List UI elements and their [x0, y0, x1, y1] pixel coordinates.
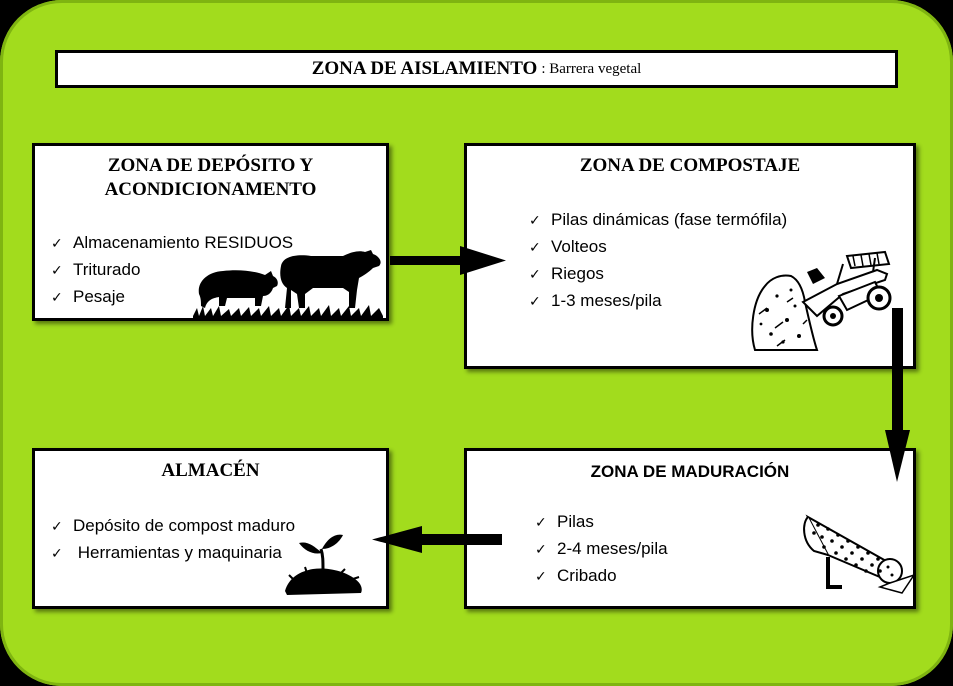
- list-item: ✓ Volteos: [529, 234, 787, 261]
- check-icon: ✓: [51, 236, 63, 252]
- list-item: ✓ Triturado: [51, 257, 293, 284]
- check-icon: ✓: [51, 290, 63, 306]
- list-item: ✓ Almacenamiento RESIDUOS: [51, 230, 293, 257]
- list-item-text: 2-4 meses/pila: [557, 539, 668, 558]
- storage-box: ALMACÉN ✓ Depósito de compost maduro ✓ He…: [32, 448, 389, 609]
- list-item: ✓ Pesaje: [51, 284, 293, 311]
- list-item-text: 1-3 meses/pila: [551, 291, 662, 310]
- list-item-text: Pesaje: [73, 287, 125, 306]
- maturation-zone-box: ZONA DE MADURACIÓN ✓ Pilas ✓ 2-4 meses/pil…: [464, 448, 916, 609]
- isolation-zone-header: ZONA DE AISLAMIENTO : Barrera vegetal: [55, 50, 898, 88]
- compost-turner-icon: [751, 250, 892, 351]
- check-icon: ✓: [51, 519, 63, 535]
- composting-zone-title: ZONA DE COMPOSTAJE: [579, 155, 801, 176]
- list-item-text: Pilas: [557, 512, 594, 531]
- check-icon: ✓: [535, 542, 547, 558]
- list-item: ✓ Pilas dinámicas (fase termófila): [529, 207, 787, 234]
- arrow-composting-to-maturation: [885, 308, 910, 482]
- maturation-list: ✓ Pilas ✓ 2-4 meses/pila ✓ Cribado: [535, 509, 668, 590]
- check-icon: ✓: [529, 240, 541, 256]
- rotary-sieve-icon: [803, 514, 916, 594]
- check-icon: ✓: [529, 213, 541, 229]
- list-item-text: Volteos: [551, 237, 607, 256]
- list-item: ✓ 2-4 meses/pila: [535, 536, 668, 563]
- header-subtitle: : Barrera vegetal: [541, 60, 642, 77]
- list-item: ✓ 1-3 meses/pila: [529, 288, 787, 315]
- list-item: ✓ Cribado: [535, 563, 668, 590]
- list-item: ✓ Herramientas y maquinaria: [51, 540, 295, 567]
- list-item-text: Cribado: [557, 566, 617, 585]
- list-item: ✓ Riegos: [529, 261, 787, 288]
- check-icon: ✓: [51, 546, 63, 562]
- list-item: ✓ Depósito de compost maduro: [51, 513, 295, 540]
- check-icon: ✓: [529, 294, 541, 310]
- deposit-list: ✓ Almacenamiento RESIDUOS ✓ Triturado ✓ Pes…: [51, 230, 293, 311]
- list-item-text: Depósito de compost maduro: [73, 516, 296, 535]
- check-icon: ✓: [535, 569, 547, 585]
- list-item-text: Almacenamiento RESIDUOS: [73, 233, 294, 252]
- check-icon: ✓: [51, 263, 63, 279]
- deposit-zone-title: ZONA DE DEPÓSITO Y ACONDICIONAMENTO: [35, 154, 386, 202]
- arrow-deposit-to-composting: [390, 246, 506, 275]
- maturation-zone-title: ZONA DE MADURACIÓN: [590, 462, 790, 481]
- list-item: ✓ Pilas: [535, 509, 668, 536]
- composting-zone-box: ZONA DE COMPOSTAJE ✓ Pilas dinámicas (fas…: [464, 143, 916, 369]
- list-item-text: Pilas dinámicas (fase termófila): [551, 210, 788, 229]
- header-title: ZONA DE AISLAMIENTO: [311, 58, 538, 79]
- storage-title: ALMACÉN: [161, 460, 260, 481]
- list-item-text: Riegos: [551, 264, 604, 283]
- arrow-maturation-to-storage: [372, 526, 502, 553]
- storage-list: ✓ Depósito de compost maduro ✓ Herramient…: [51, 513, 295, 567]
- deposit-zone-box: ZONA DE DEPÓSITO Y ACONDICIONAMENTO ✓ Alm…: [32, 143, 389, 321]
- list-item-text: Herramientas y maquinaria: [73, 543, 282, 562]
- list-item-text: Triturado: [73, 260, 141, 279]
- composting-list: ✓ Pilas dinámicas (fase termófila) ✓ Volte…: [529, 207, 787, 315]
- check-icon: ✓: [535, 515, 547, 531]
- deposit-title-line2: ACONDICIONAMENTO: [104, 179, 317, 200]
- deposit-title-line1: ZONA DE DEPÓSITO Y: [107, 155, 314, 176]
- pig-and-cow-icon: [193, 250, 383, 320]
- check-icon: ✓: [529, 267, 541, 283]
- seedling-in-soil-icon: [285, 534, 362, 595]
